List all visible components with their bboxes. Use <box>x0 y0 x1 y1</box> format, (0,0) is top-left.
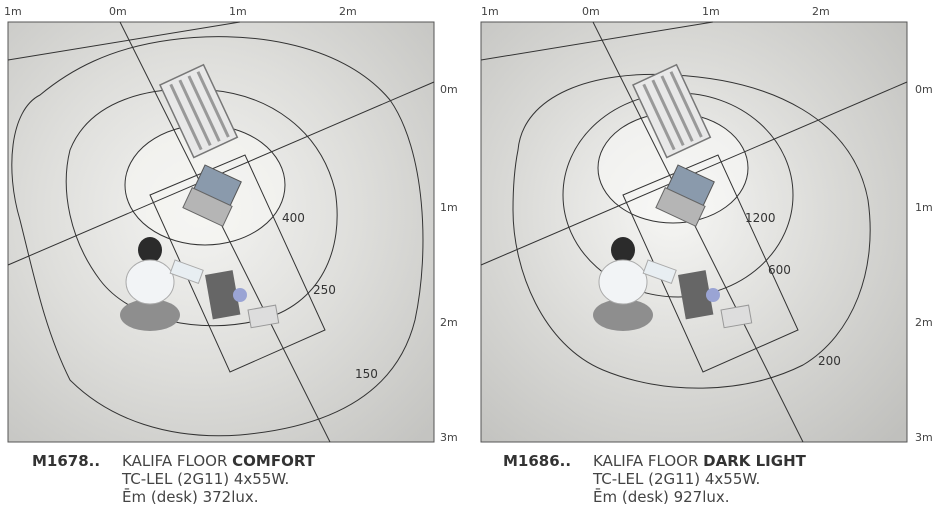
top-scale-label: 1m <box>481 5 499 18</box>
illuminance-value: Ēm (desk) 372lux. <box>122 488 259 506</box>
side-scale-label: 2m <box>915 316 933 329</box>
desk-items <box>678 270 753 329</box>
lamp-spec: TC-LEL (2G11) 4x55W. <box>593 470 761 488</box>
contour-label-middle: 600 <box>768 263 791 277</box>
top-scale-label: 0m <box>582 5 600 18</box>
person-figure <box>120 237 204 331</box>
product-caption: M1678.. KALIFA FLOOR COMFORT TC-LEL (2G1… <box>32 452 452 522</box>
contour-label-inner: 400 <box>282 211 305 225</box>
product-code: M1686.. <box>503 452 572 470</box>
side-scale-label: 0m <box>915 83 933 96</box>
top-scale-label: 2m <box>339 5 357 18</box>
contour-label-outer: 200 <box>818 354 841 368</box>
floor-area <box>480 21 908 443</box>
top-scale-label: 0m <box>109 5 127 18</box>
illuminance-value: Ēm (desk) 927lux. <box>593 488 730 506</box>
luminaire-icon <box>632 63 712 159</box>
product-description: KALIFA FLOOR DARK LIGHT TC-LEL (2G11) 4x… <box>593 452 806 506</box>
product-name: KALIFA FLOOR <box>593 452 699 470</box>
product-title: KALIFA FLOOR COMFORT <box>122 452 315 470</box>
top-scale-label: 2m <box>812 5 830 18</box>
laptop-icon <box>655 164 715 227</box>
side-scale-label: 3m <box>440 431 458 444</box>
side-scale-label: 3m <box>915 431 933 444</box>
contour-label-outer: 150 <box>355 367 378 381</box>
product-variant: COMFORT <box>232 452 315 470</box>
side-scale-label: 2m <box>440 316 458 329</box>
top-scale-label: 1m <box>702 5 720 18</box>
contour-label-inner: 1200 <box>745 211 776 225</box>
desk-footprint <box>622 154 799 373</box>
product-caption: M1686.. KALIFA FLOOR DARK LIGHT TC-LEL (… <box>503 452 913 522</box>
contour-label-middle: 250 <box>313 283 336 297</box>
top-scale-label: 1m <box>229 5 247 18</box>
lamp-spec: TC-LEL (2G11) 4x55W. <box>122 470 290 488</box>
side-scale-label: 1m <box>440 201 458 214</box>
side-scale-label: 0m <box>440 83 458 96</box>
desk-items <box>205 270 280 329</box>
product-variant: DARK LIGHT <box>703 452 806 470</box>
diagram-panel-left: 400 250 150 1m 0m 1m 2m 0m 1m 2m 3m M167… <box>4 5 458 522</box>
luminaire-icon <box>159 63 239 159</box>
isolux-plot-right: 1200 600 200 <box>480 21 908 443</box>
side-scale-label: 1m <box>915 201 933 214</box>
product-title: KALIFA FLOOR DARK LIGHT <box>593 452 806 470</box>
diagram-panel-right: 1200 600 200 1m 0m 1m 2m 0m 1m 2m 3m M16… <box>473 0 933 526</box>
isolux-plot-left: 400 250 150 <box>7 21 435 443</box>
desk-footprint <box>149 154 326 373</box>
contour-outer <box>11 36 424 437</box>
product-description: KALIFA FLOOR COMFORT TC-LEL (2G11) 4x55W… <box>122 452 315 506</box>
top-scale-label: 1m <box>4 5 22 18</box>
laptop-icon <box>182 164 242 227</box>
product-code: M1678.. <box>32 452 101 470</box>
product-name: KALIFA FLOOR <box>122 452 228 470</box>
person-figure <box>593 237 677 331</box>
